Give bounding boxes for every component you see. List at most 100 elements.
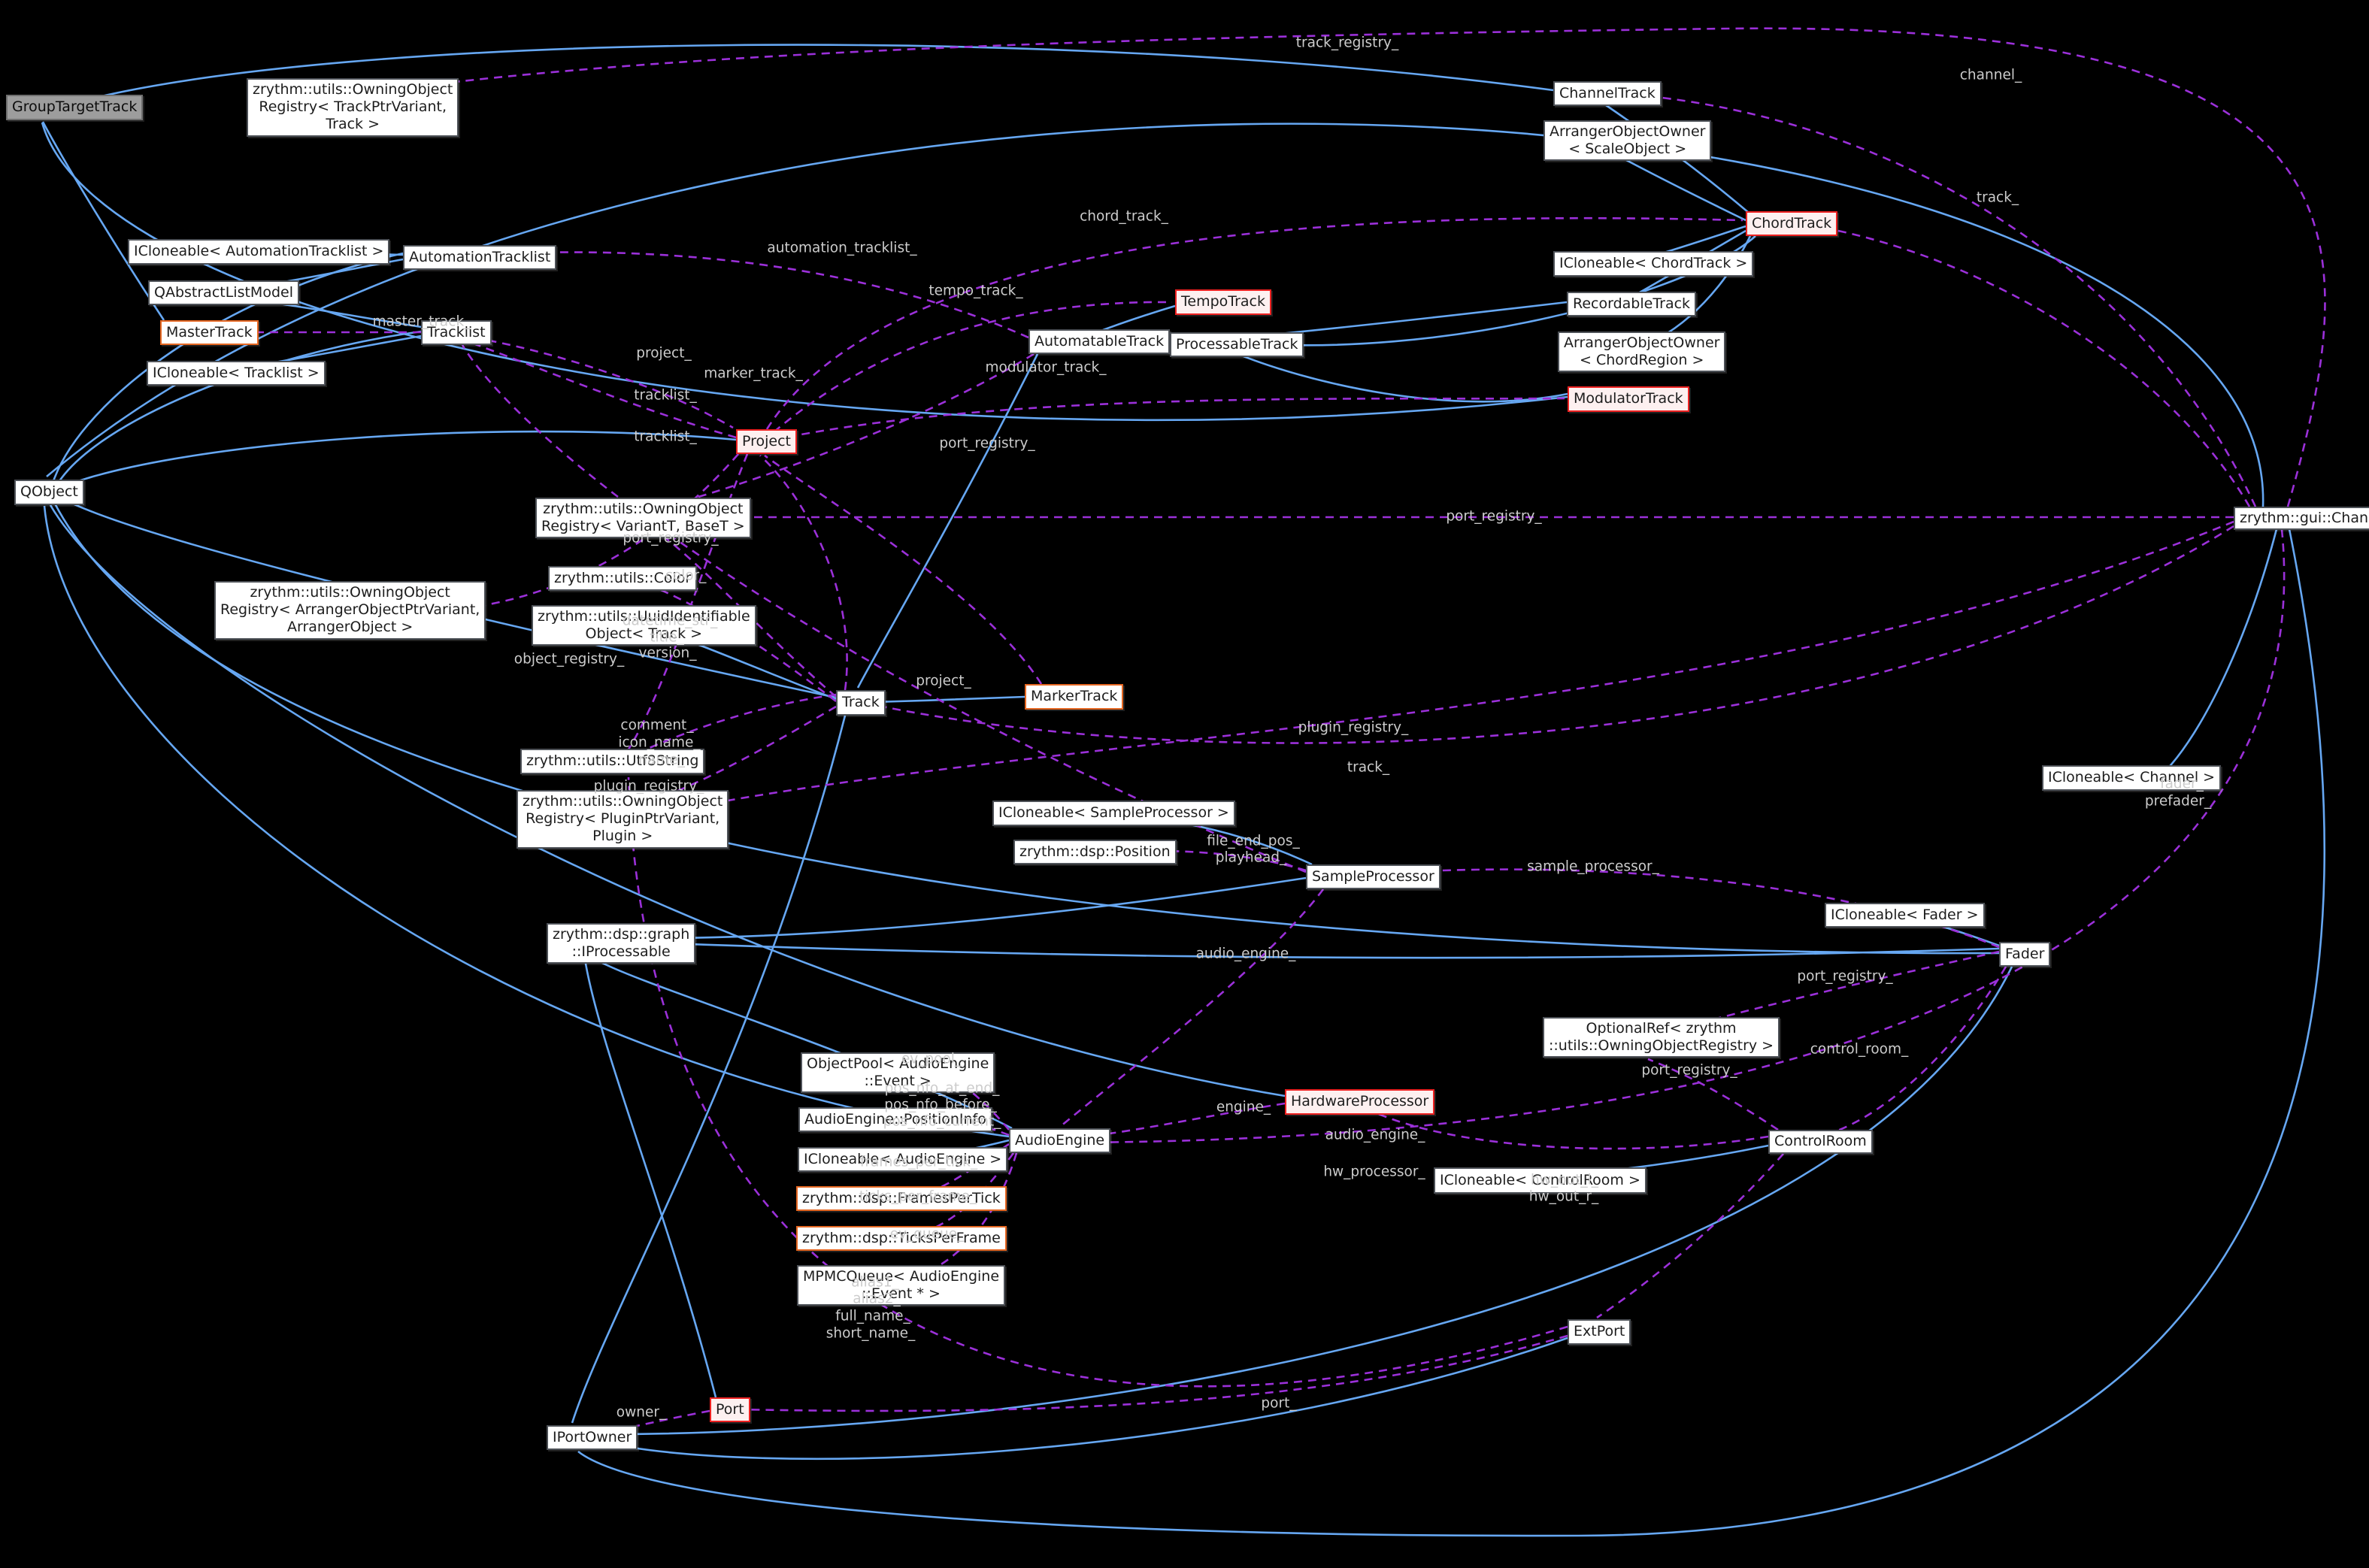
node-label: ExtPort [1574, 1323, 1625, 1340]
node-label: ICloneable< AudioEngine > [804, 1150, 1002, 1167]
node-objpool[interactable]: ObjectPool< AudioEngine::Event > [801, 1052, 995, 1094]
node-label: Plugin > [592, 828, 653, 845]
node-aoo_chordregion[interactable]: ArrangerObjectOwner< ChordRegion > [1558, 331, 1726, 373]
node-position[interactable]: zrythm::dsp::Position [1013, 840, 1177, 864]
node-hw_proc[interactable]: HardwareProcessor [1285, 1089, 1435, 1115]
inheritance-edge [57, 430, 737, 490]
node-sample_proc[interactable]: SampleProcessor [1306, 864, 1440, 889]
node-optref[interactable]: OptionalRef< zrythm::utils::OwningObject… [1543, 1017, 1780, 1058]
node-label: TempoTrack [1181, 293, 1265, 310]
node-port[interactable]: Port [710, 1397, 750, 1422]
node-label: zrythm::gui::Channel [2240, 510, 2369, 526]
node-label: zrythm::utils::OwningObject [250, 584, 450, 601]
node-master_track[interactable]: MasterTrack [160, 320, 259, 345]
usage-edge [904, 1118, 1010, 1137]
node-label: QAbstractListModel [154, 283, 293, 301]
node-marker_track[interactable]: MarkerTrack [1025, 684, 1124, 710]
usage-edge [1113, 849, 1307, 872]
node-qabstract[interactable]: QAbstractListModel [148, 280, 299, 305]
node-label: ICloneable< SampleProcessor > [998, 804, 1229, 822]
node-iproc[interactable]: zrythm::dsp::graph::IProcessable [547, 923, 696, 964]
node-recordable[interactable]: RecordableTrack [1567, 292, 1697, 316]
node-iclone_sp[interactable]: ICloneable< SampleProcessor > [992, 801, 1235, 826]
node-fader[interactable]: Fader [1999, 942, 2051, 967]
node-mpmc[interactable]: MPMCQueue< AudioEngine::Event * > [797, 1265, 1006, 1306]
inheritance-edge [577, 528, 2326, 1537]
node-iclone_autotl[interactable]: ICloneable< AutomationTracklist > [128, 239, 390, 265]
node-label: Tracklist [427, 323, 486, 341]
node-label: ChannelTrack [1559, 84, 1656, 101]
usage-edge [1599, 91, 2257, 507]
node-fpt[interactable]: zrythm::dsp::FramesPerTick [796, 1186, 1007, 1211]
node-label: AutomationTracklist [409, 248, 551, 265]
node-posinfo[interactable]: AudioEngine::PositionInfo [798, 1107, 992, 1132]
inheritance-edge [41, 121, 165, 321]
usage-edge [901, 1152, 1018, 1281]
node-iclone_channel[interactable]: ICloneable< Channel > [2042, 765, 2222, 791]
usage-edge [649, 525, 837, 698]
node-label: zrythm::dsp::FramesPerTick [802, 1189, 1001, 1206]
node-qobject[interactable]: QObject [14, 480, 84, 505]
node-label: AudioEngine::PositionInfo [804, 1110, 986, 1128]
node-label: Registry< ArrangerObjectPtrVariant, [220, 601, 480, 619]
inheritance-edge [1231, 350, 1568, 403]
inheritance-edge [622, 876, 1307, 940]
node-audio_engine[interactable]: AudioEngine [1009, 1128, 1111, 1153]
node-label: zrythm::utils::Utf8String [526, 752, 699, 770]
node-label: ObjectPool< AudioEngine [807, 1055, 989, 1072]
node-label: zrythm::dsp::TicksPerFrame [802, 1229, 1001, 1246]
node-label: GroupTargetTrack [12, 98, 138, 116]
node-iclone_fader[interactable]: ICloneable< Fader > [1825, 903, 1985, 928]
node-label: zrythm::dsp::graph [553, 926, 690, 943]
usage-edge [1059, 888, 1325, 1128]
node-iclone_tracklist[interactable]: ICloneable< Tracklist > [147, 361, 326, 386]
node-label: Object< Track > [585, 625, 703, 643]
node-automatable[interactable]: AutomatableTrack [1028, 329, 1171, 354]
node-iclone_chordtrack[interactable]: ICloneable< ChordTrack > [1553, 251, 1754, 277]
node-label: zrythm::dsp::Position [1019, 843, 1171, 860]
node-iclone_ae[interactable]: ICloneable< AudioEngine > [798, 1147, 1008, 1172]
node-label: ICloneable< ChordTrack > [1559, 255, 1748, 272]
node-ext_port[interactable]: ExtPort [1568, 1319, 1631, 1345]
node-iport_owner[interactable]: IPortOwner [547, 1425, 638, 1450]
node-label: AutomatableTrack [1035, 332, 1165, 350]
usage-edge [1796, 222, 2251, 507]
node-chord_track[interactable]: ChordTrack [1746, 211, 1838, 236]
node-track[interactable]: Track [836, 690, 886, 716]
node-tempo_track[interactable]: TempoTrack [1175, 289, 1271, 315]
usage-edge [1069, 1102, 1286, 1140]
node-utf8[interactable]: zrythm::utils::Utf8String [520, 749, 705, 774]
node-aoo_scale[interactable]: ArrangerObjectOwner< ScaleObject > [1543, 120, 1712, 162]
inheritance-edge [596, 1336, 1568, 1460]
node-color[interactable]: zrythm::utils::Color [548, 566, 698, 591]
node-label: ICloneable< Channel > [2048, 769, 2216, 786]
inheritance-edge [873, 695, 1025, 704]
node-channel_track[interactable]: ChannelTrack [1553, 81, 1662, 106]
node-label: IPortOwner [553, 1428, 632, 1445]
usage-edge [480, 251, 1029, 339]
node-auto_tracklist[interactable]: AutomationTracklist [403, 245, 557, 270]
node-label: ArrangerObjectOwner [1564, 334, 1720, 351]
usage-edge [356, 27, 2326, 507]
node-gui_channel[interactable]: zrythm::gui::Channel [2234, 507, 2369, 531]
node-group_target[interactable]: GroupTargetTrack [6, 95, 144, 120]
inheritance-edge [41, 122, 1568, 422]
node-label: QObject [20, 483, 78, 501]
node-processable[interactable]: ProcessableTrack [1170, 332, 1304, 357]
node-label: MasterTrack [166, 323, 253, 341]
usage-edge [461, 344, 1307, 873]
node-tracklist[interactable]: Tracklist [421, 320, 492, 345]
node-modulator_track[interactable]: ModulatorTrack [1568, 386, 1689, 412]
node-control_room[interactable]: ControlRoom [1768, 1130, 1873, 1154]
inheritance-edge [571, 715, 847, 1424]
node-iclone_cr[interactable]: ICloneable< ControlRoom > [1434, 1167, 1646, 1194]
node-label: AudioEngine [1015, 1131, 1105, 1149]
node-project[interactable]: Project [736, 429, 798, 454]
node-label: zrythm::utils::OwningObject [543, 501, 744, 517]
node-tpf[interactable]: zrythm::dsp::TicksPerFrame [796, 1226, 1007, 1251]
